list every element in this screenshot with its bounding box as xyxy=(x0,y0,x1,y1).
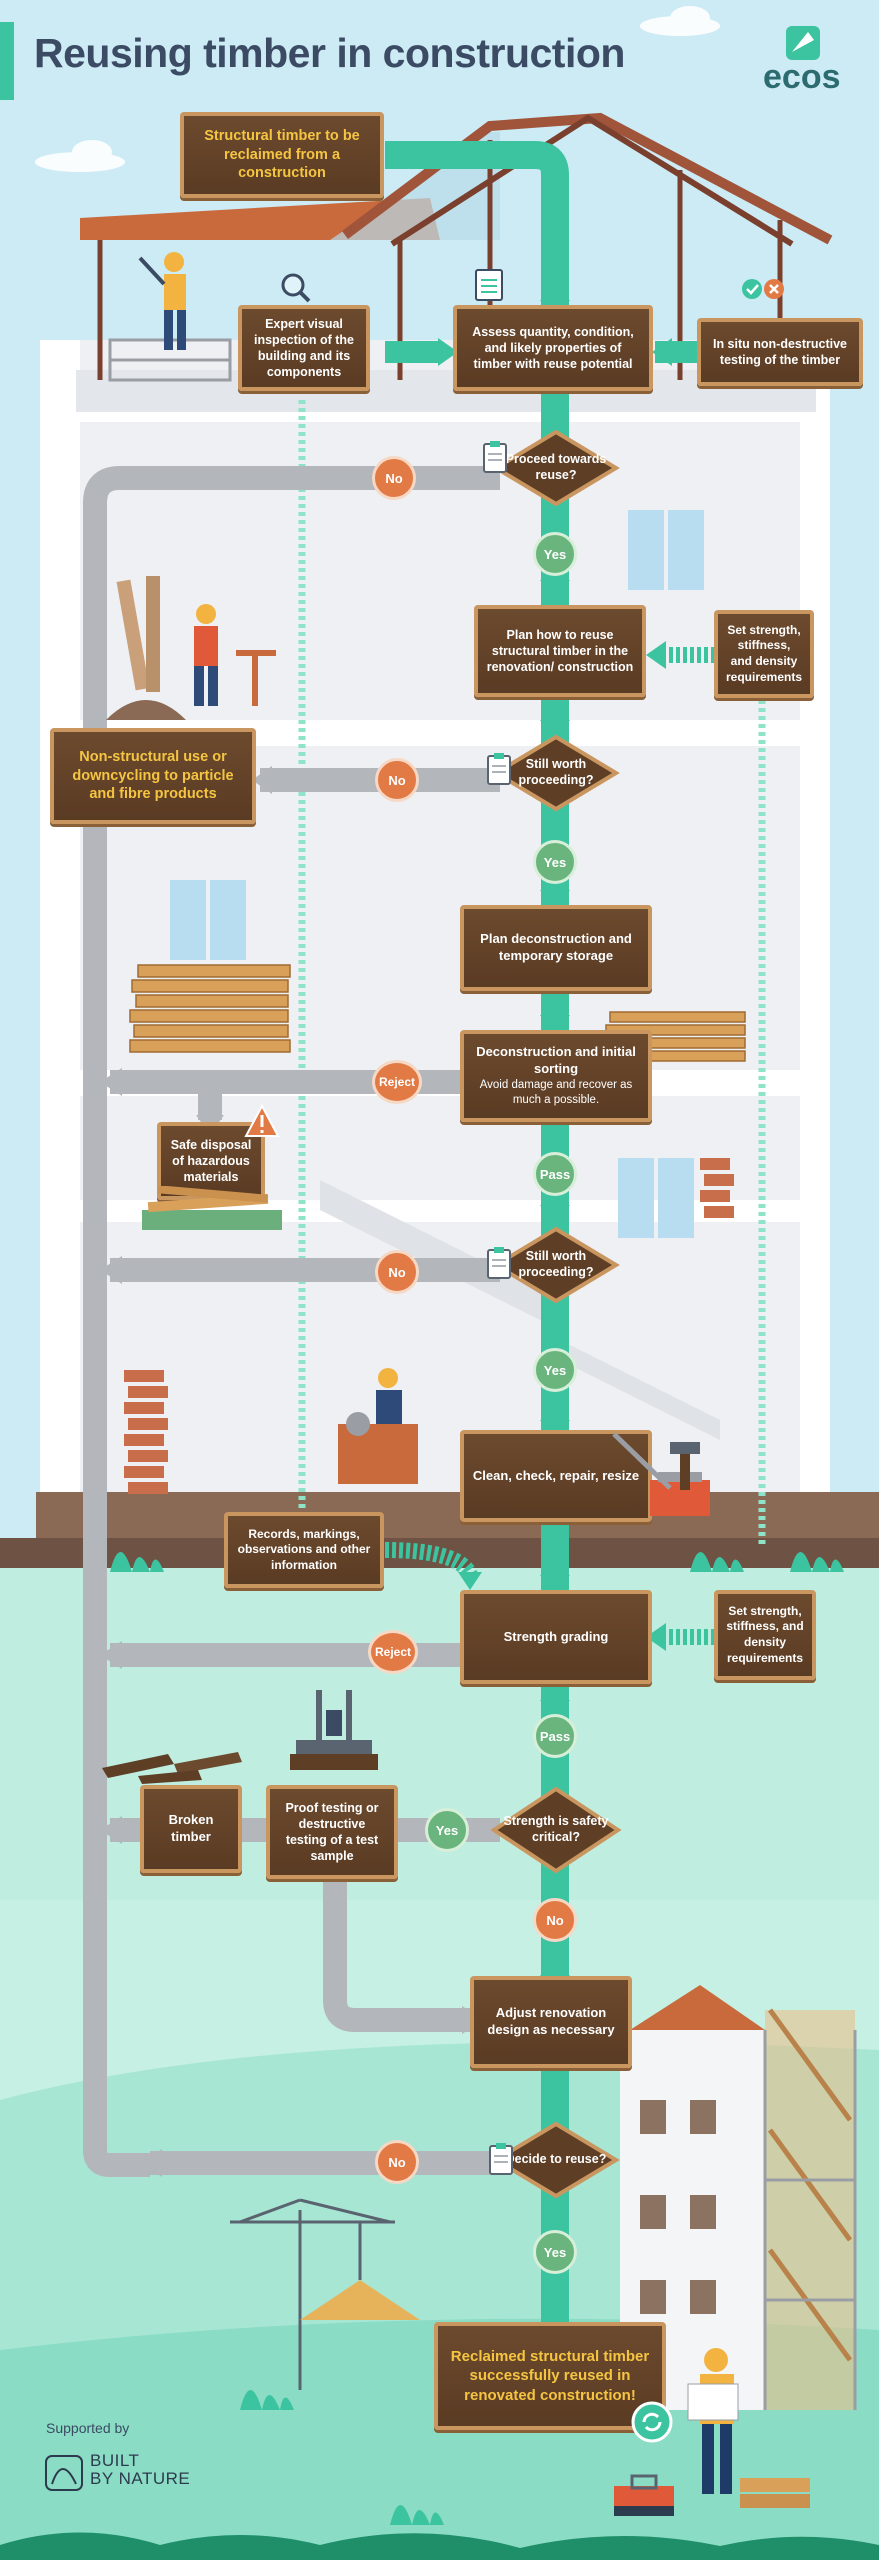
plan-reuse-box: Plan how to reuse structural timber in t… xyxy=(474,605,646,697)
plan-deconstruction-box: Plan deconstruction and temporary storag… xyxy=(460,905,652,991)
reject-badge: Reject xyxy=(372,1060,422,1104)
decision-safety-critical-label: Strength is safety critical? xyxy=(503,1814,609,1844)
brick-icon xyxy=(124,1158,734,1494)
assess-box: Assess quantity, condition, and likely p… xyxy=(453,305,653,391)
no-badge: No xyxy=(375,1250,419,1294)
reject-badge: Reject xyxy=(368,1630,418,1674)
worker-holding-plan-icon xyxy=(687,2348,810,2508)
supported-by-label: Supported by xyxy=(46,2420,130,2436)
deconstruction-box: Deconstruction and initial sorting Avoid… xyxy=(460,1030,652,1122)
deconstruction-title: Deconstruction and initial sorting xyxy=(476,1044,636,1077)
checklist-icon xyxy=(475,269,503,301)
recycle-icon xyxy=(631,2401,673,2443)
deconstruction-subtitle: Avoid damage and recover as much a possi… xyxy=(479,1078,633,1106)
adjust-design-box: Adjust renovation design as necessary xyxy=(470,1976,632,2068)
crane-icon xyxy=(230,2198,395,2390)
inspection-box: Expert visual inspection of the building… xyxy=(238,305,370,391)
yes-badge: Yes xyxy=(533,1348,577,1392)
broken-timber-icon xyxy=(102,1752,242,1784)
plan-deconstruction-label: Plan deconstruction and temporary storag… xyxy=(480,931,632,963)
yes-badge: Yes xyxy=(533,840,577,884)
bbn-line-1: BUILT xyxy=(90,2451,140,2470)
no-badge: No xyxy=(533,1898,577,1942)
proof-testing-box: Proof testing or destructive testing of … xyxy=(266,1785,398,1879)
tools-icon xyxy=(612,1432,710,1516)
testing-machine-icon xyxy=(290,1690,378,1770)
decision-safety-critical: Strength is safety critical? xyxy=(490,1785,622,1875)
title-accent-bar xyxy=(0,22,14,100)
worker-saw-icon xyxy=(338,1368,418,1484)
yes-badge: Yes xyxy=(425,1808,469,1852)
clipboard-icon xyxy=(487,1247,511,1279)
bbn-line-2: BY NATURE xyxy=(90,2468,191,2488)
strength-grading-box: Strength grading xyxy=(460,1590,652,1684)
final-success-box: Reclaimed structural timber successfully… xyxy=(434,2322,666,2430)
decision-proceed: Proceed towards reuse? xyxy=(492,428,620,508)
nonstructural-box: Non-structural use or downcycling to par… xyxy=(50,728,256,824)
requirements-box-1: Set strength, stiffness, and density req… xyxy=(714,610,814,698)
no-badge: No xyxy=(372,456,416,500)
broken-timber-box: Broken timber xyxy=(140,1785,242,1873)
test-result-icon xyxy=(742,279,784,299)
clipboard-icon xyxy=(489,2143,513,2175)
warning-icon xyxy=(244,1104,280,1137)
yes-badge: Yes xyxy=(533,532,577,576)
cloud-icon xyxy=(35,6,720,172)
built-by-nature-logo-text: BUILT BY NATURE xyxy=(90,2452,190,2488)
toolbox-icon xyxy=(614,2474,674,2516)
no-badge: No xyxy=(375,2140,419,2184)
decision-worth-2-label: Still worth proceeding? xyxy=(518,1249,594,1279)
built-by-nature-logo-icon xyxy=(45,2455,83,2491)
yes-badge: Yes xyxy=(533,2230,577,2274)
timber-pile-icon xyxy=(129,964,746,1062)
start-box: Structural timber to be reclaimed from a… xyxy=(180,112,384,198)
decision-worth-1-label: Still worth proceeding? xyxy=(518,757,594,787)
worker-inspecting-icon xyxy=(138,252,186,350)
clipboard-icon xyxy=(483,441,507,473)
pass-badge: Pass xyxy=(533,1714,577,1758)
hazardous-pile-icon xyxy=(142,1186,282,1230)
decision-worth-2: Still worth proceeding? xyxy=(492,1225,620,1305)
clipboard-icon xyxy=(487,753,511,785)
ecos-logo-text: ecos xyxy=(763,58,841,96)
decision-proceed-label: Proceed towards reuse? xyxy=(505,452,607,482)
requirements-box-2: Set strength, stiffness, and density req… xyxy=(714,1590,816,1680)
pass-badge: Pass xyxy=(533,1152,577,1196)
decision-decide-reuse-label: Decide to reuse? xyxy=(505,2152,607,2167)
worker-cutting-icon xyxy=(106,576,276,720)
decision-decide-reuse: Decide to reuse? xyxy=(492,2120,620,2200)
magnifier-icon xyxy=(281,273,311,303)
plant-icon xyxy=(110,1552,844,2525)
no-badge: No xyxy=(375,758,419,802)
records-box: Records, markings, observations and othe… xyxy=(224,1512,384,1588)
decision-worth-1: Still worth proceeding? xyxy=(492,733,620,813)
page-title: Reusing timber in construction xyxy=(34,30,625,76)
clean-box: Clean, check, repair, resize xyxy=(460,1430,652,1522)
ecos-logo-icon xyxy=(786,26,820,60)
insitu-box: In situ non-destructive testing of the t… xyxy=(697,318,863,386)
